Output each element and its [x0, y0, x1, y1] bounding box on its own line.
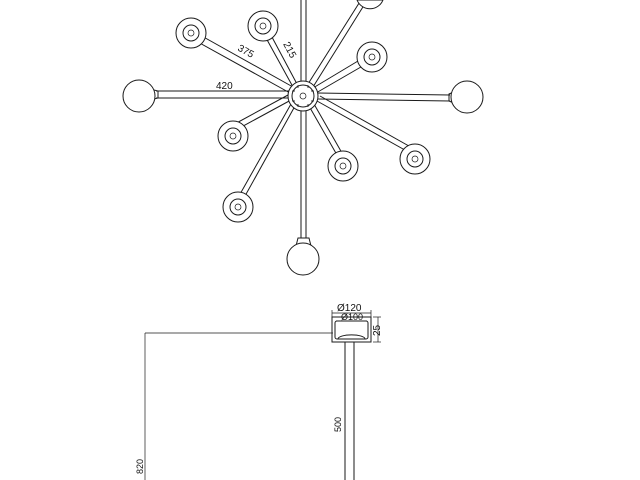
arm-bottom-left — [234, 103, 296, 206]
arm-upper-left — [186, 29, 294, 94]
center-hub — [287, 80, 319, 112]
arm-top — [300, 0, 307, 82]
top-view: 420 375 215 — [122, 0, 484, 276]
globe-top-view-3 — [356, 41, 388, 73]
dim-canopy-height: 25 — [372, 324, 383, 336]
dim-canopy-inner: Ø100 — [341, 312, 363, 322]
globe-top-view-4 — [217, 120, 249, 152]
dim-arm-long: 420 — [216, 81, 233, 92]
arm-lower-right — [316, 95, 417, 155]
canopy-dimensions — [331, 310, 381, 343]
rod — [344, 342, 355, 480]
dim-rod-length: 500 — [333, 417, 343, 432]
globe-top-view-7 — [222, 191, 254, 223]
globe-top-view-2 — [247, 10, 279, 42]
globe-right — [448, 80, 484, 114]
globe-top-view-6 — [399, 143, 431, 175]
arm-top-right — [307, 0, 367, 88]
globe-bottom — [286, 237, 320, 276]
dim-canopy-outer: Ø120 — [337, 303, 362, 314]
globe-left — [122, 79, 159, 113]
arm-bottom — [300, 110, 307, 238]
globe-top-view-1 — [175, 17, 207, 49]
arm-right — [317, 92, 451, 102]
dim-total-height: 820 — [135, 459, 145, 474]
arm-left — [156, 90, 290, 99]
globe-top-view-5 — [327, 150, 359, 182]
globe-top — [356, 0, 384, 10]
side-view: Ø120 Ø100 25 500 820 — [135, 303, 383, 480]
dim-arm-diag: 375 — [236, 43, 256, 61]
total-height-dimension — [144, 332, 333, 480]
